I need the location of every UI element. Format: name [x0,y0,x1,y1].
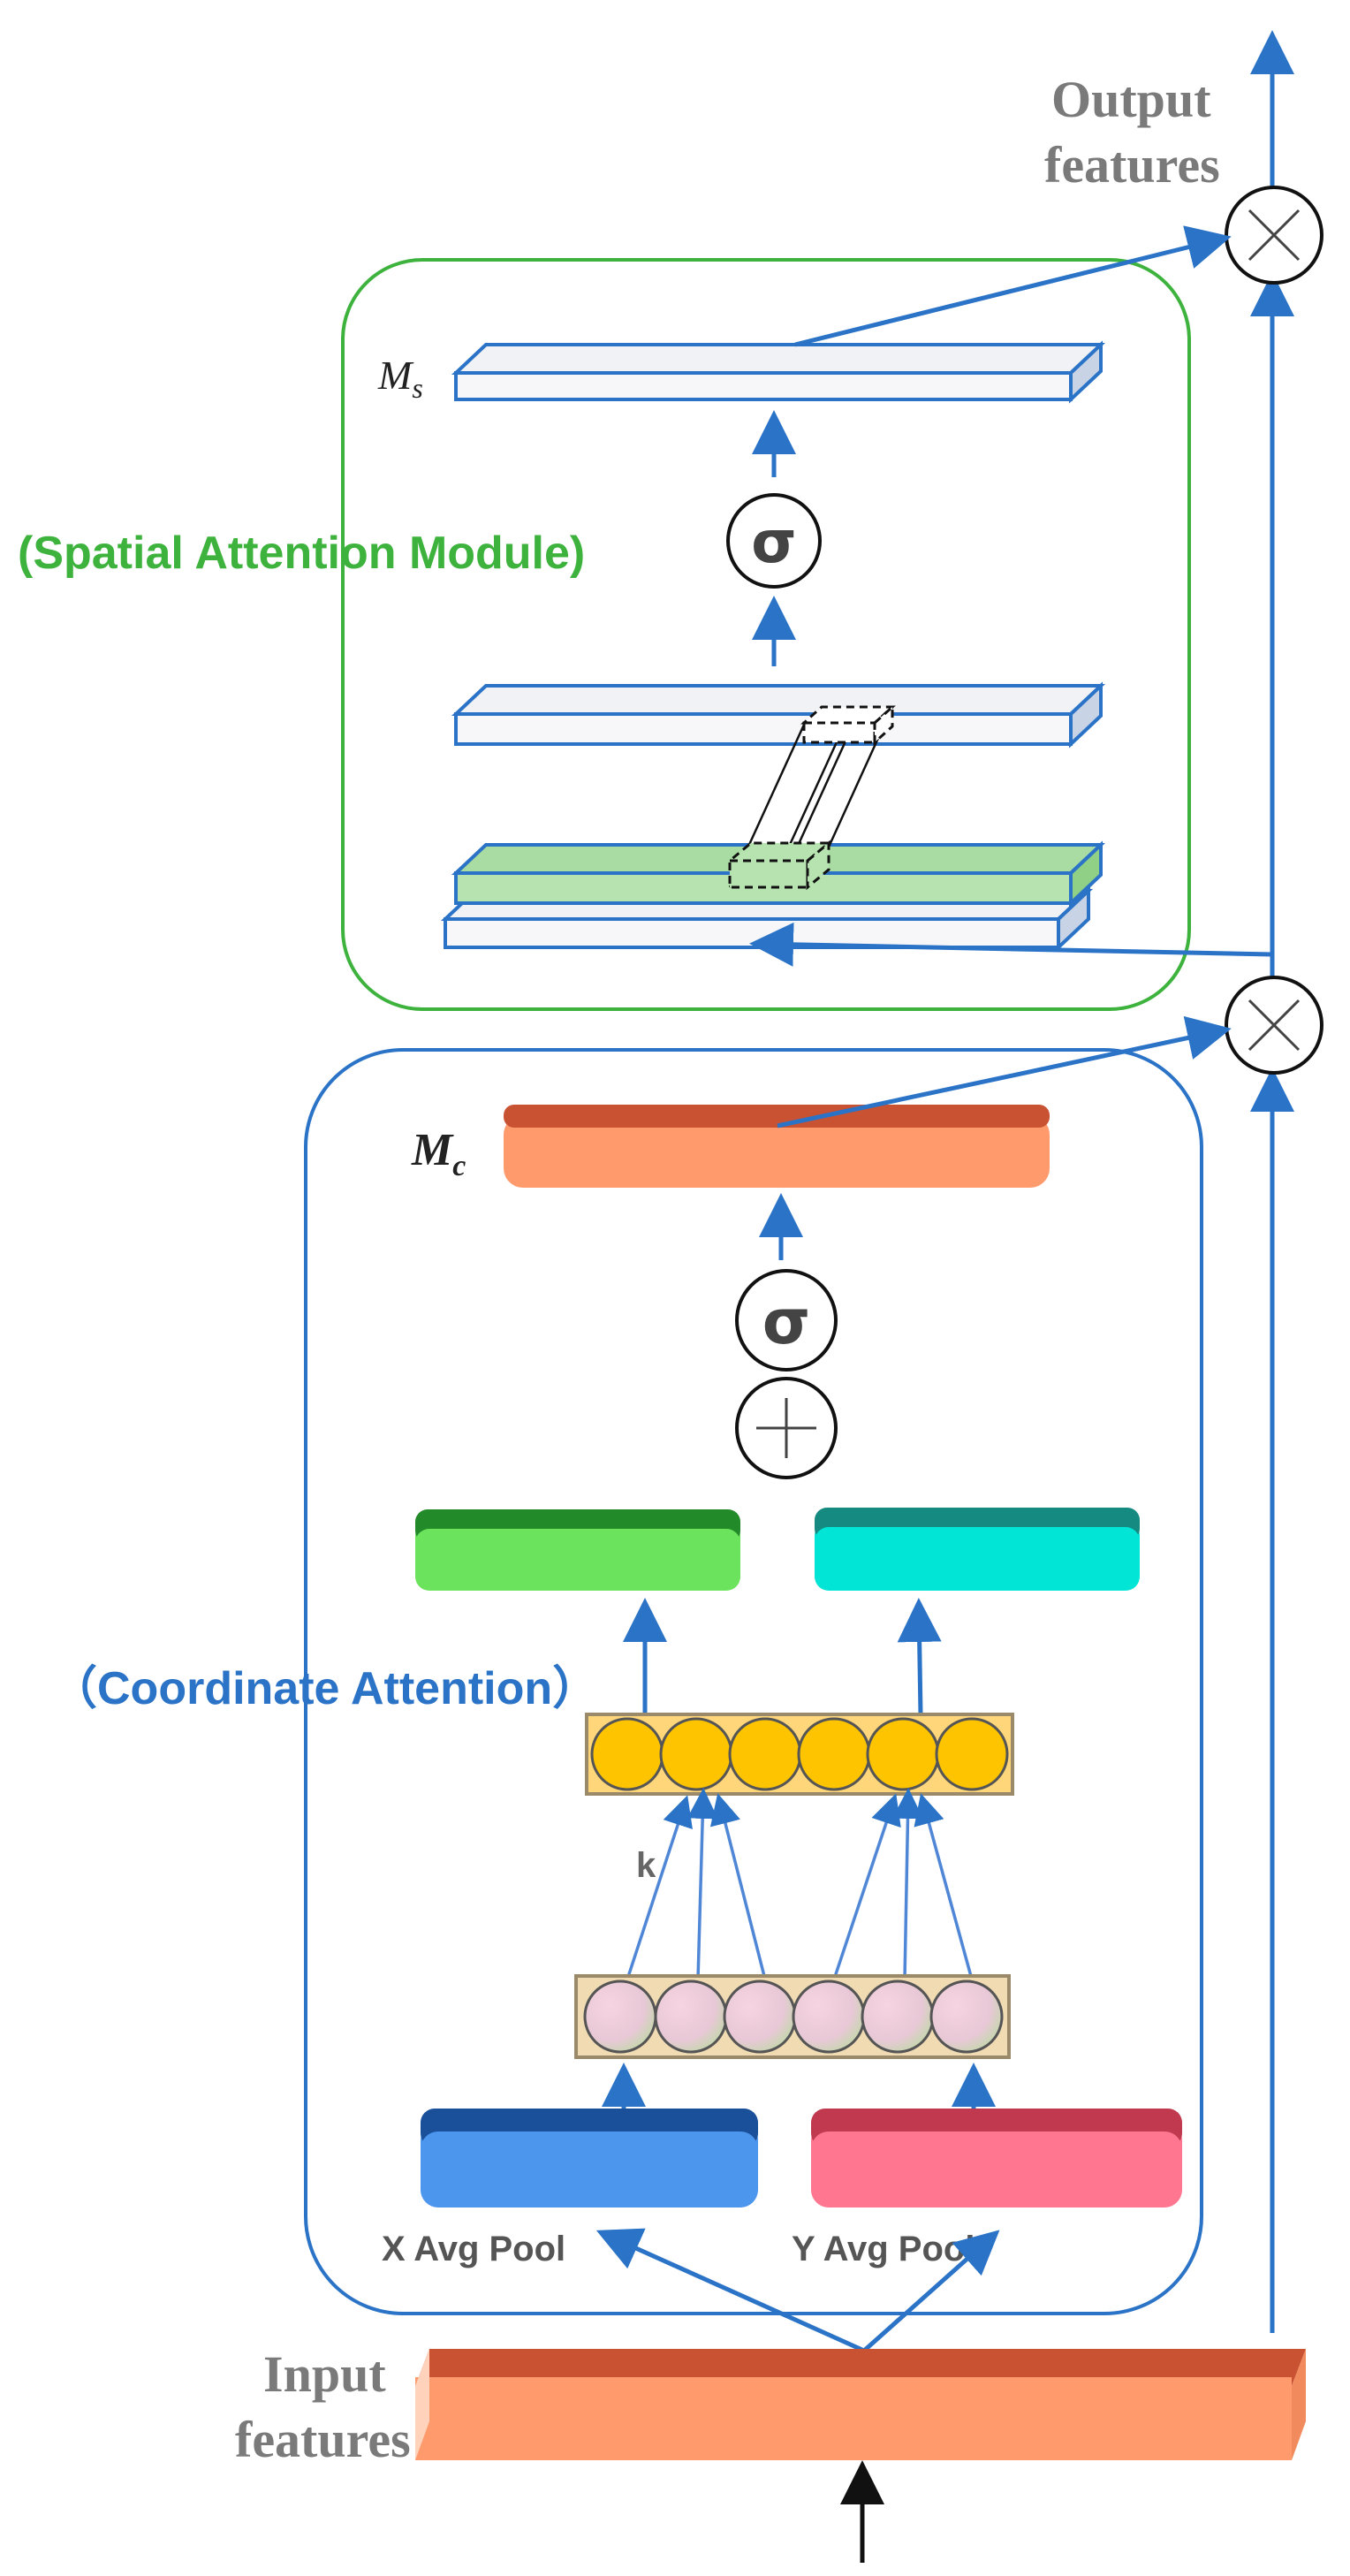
input-label-line1: Input [263,2345,386,2403]
mc-label: Mc [411,1125,466,1182]
ms-to-multiply-arrow [794,225,1232,347]
output-label-line1: Output [1051,71,1211,128]
multiply-to-spatial-input-arrow [749,922,1273,967]
multiply-top-icon [1225,186,1323,285]
input-label-line2: features [235,2411,411,2468]
ms-map [451,340,1106,404]
conv-kernel-top-box [800,703,896,746]
cyan-attention-map [815,1508,1140,1591]
x-avg-pool-label: X Avg Pool [382,2230,565,2268]
sigma-bottom-node: σ [735,1269,838,1372]
multiply-bottom-icon [1225,976,1323,1075]
x-avg-pool-bar [421,2109,758,2207]
spatial-conv-output-map [451,681,1106,748]
y-avg-pool-label: Y Avg Pool [792,2230,975,2268]
coordinate-module-title: （Coordinate Attention） [51,1663,598,1714]
add-node-icon [735,1377,838,1479]
svg-text:σ: σ [762,1286,811,1358]
input-to-xpool-arrow [595,2228,866,2353]
spatial-attention-border [341,258,1191,1011]
k-connection-arrows [626,1788,974,1980]
sigma-top-node: σ [726,493,822,589]
spatial-module-title: (Spatial Attention Module) [18,528,585,579]
pink-pooled-box [574,1974,1011,2059]
mc-map [504,1105,1050,1188]
yellow-to-cyan-arrow [897,1598,942,1715]
k-label: k [636,1846,656,1885]
conv-kernel-bottom-box [725,840,833,891]
green-attention-map [415,1509,740,1591]
output-label-line2: features [1044,136,1220,194]
ms-label: Ms [377,353,423,404]
mc-to-multiply-arrow [777,1015,1232,1128]
coordinate-attention-border [304,1048,1203,2315]
input-features-bar [415,2349,1306,2460]
yellow-conv-box [585,1713,1014,1796]
input-to-ypool-arrow [862,2230,1000,2352]
y-avg-pool-bar [811,2109,1182,2207]
svg-text:σ: σ [751,508,796,576]
